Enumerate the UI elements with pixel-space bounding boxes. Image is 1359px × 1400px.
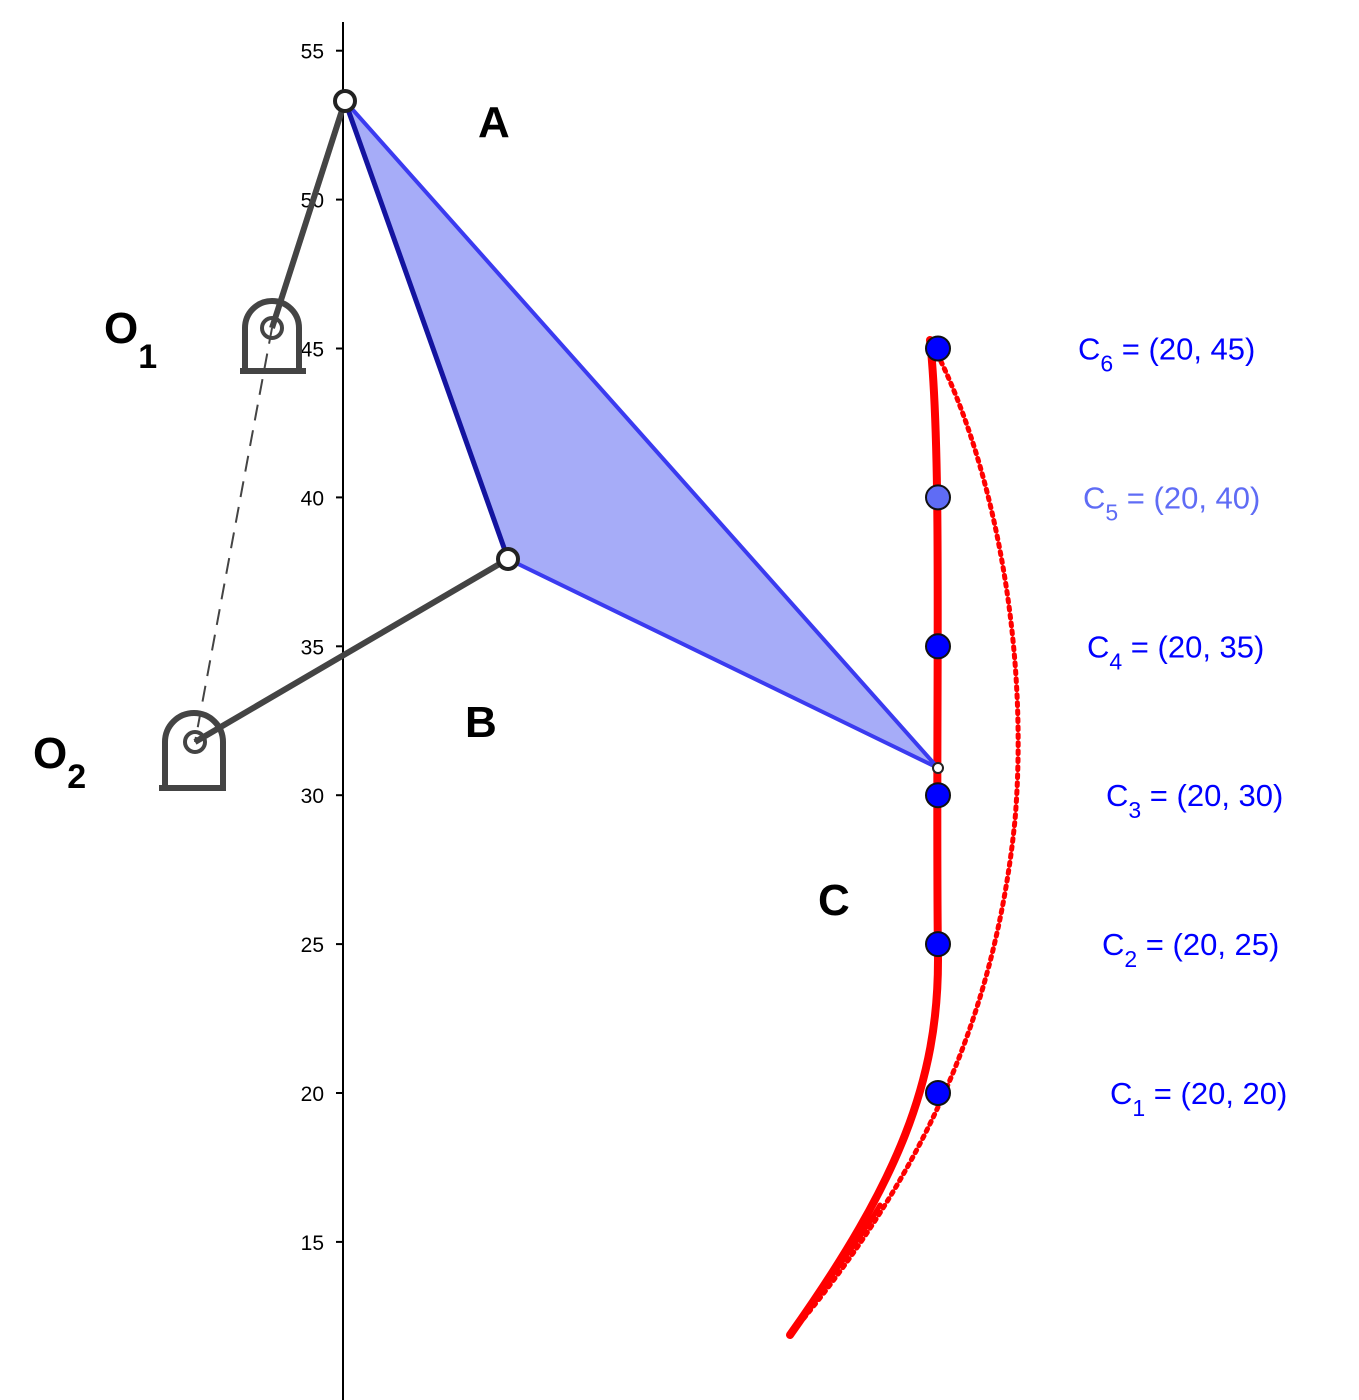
precision-point-label-c6: C6 = (20, 45) xyxy=(1078,332,1255,377)
label-o1-sub: 1 xyxy=(138,338,157,376)
label-value: = (20, 40) xyxy=(1118,480,1260,515)
coupler-trace-outer xyxy=(787,337,1021,1338)
label-o1: O1 xyxy=(104,304,157,376)
coupler-triangle xyxy=(343,99,940,770)
label-sub: 5 xyxy=(1105,499,1118,525)
y-axis: 152025303540455055 xyxy=(301,22,344,1400)
y-tick-label: 45 xyxy=(301,339,324,362)
label-sub: 6 xyxy=(1100,351,1113,377)
pivot-o1-joint xyxy=(260,316,284,340)
label-main: C xyxy=(1102,927,1124,962)
y-tick-label: 55 xyxy=(301,41,324,64)
precision-point-c5[interactable] xyxy=(925,484,951,511)
coupler-trace-loop xyxy=(787,1202,883,1338)
label-sub: 3 xyxy=(1128,797,1141,823)
precision-point-label-c1: C1 = (20, 20) xyxy=(1110,1076,1287,1121)
precision-point-c2[interactable] xyxy=(925,931,951,958)
y-tick-label: 40 xyxy=(301,487,324,510)
label-o2-sub: 2 xyxy=(67,758,86,796)
precision-point-c1[interactable] xyxy=(925,1080,951,1106)
precision-point-label-c4: C4 = (20, 35) xyxy=(1087,629,1264,674)
joint-b[interactable] xyxy=(496,547,520,571)
label-o1-main: O xyxy=(104,304,138,353)
pivot-o2-joint xyxy=(183,730,207,754)
label-sub: 4 xyxy=(1109,648,1122,674)
label-b: B xyxy=(465,698,497,747)
label-value: = (20, 20) xyxy=(1145,1076,1287,1111)
label-main: C xyxy=(1106,778,1128,813)
label-c: C xyxy=(818,876,850,925)
y-tick-label: 20 xyxy=(301,1083,324,1106)
precision-point-c4[interactable] xyxy=(925,633,951,660)
coupler-edge-ab xyxy=(342,100,511,560)
label-main: C xyxy=(1083,480,1105,515)
label-main: C xyxy=(1078,332,1100,367)
y-tick-label: 25 xyxy=(301,934,324,957)
joint-c[interactable] xyxy=(932,762,944,774)
precision-point-c3[interactable] xyxy=(925,782,951,809)
link-o2-b xyxy=(193,556,510,745)
label-value: = (20, 30) xyxy=(1141,778,1283,813)
label-value: = (20, 35) xyxy=(1122,629,1264,664)
link-o1-a xyxy=(269,100,348,329)
precision-point-labels: C1 = (20, 20)C2 = (20, 25)C3 = (20, 30)C… xyxy=(1078,332,1287,1122)
pivot-o1 xyxy=(240,298,306,374)
pivot-o2 xyxy=(159,710,226,791)
joint-a[interactable] xyxy=(333,89,357,113)
label-o2-main: O xyxy=(33,729,67,778)
label-a: A xyxy=(478,98,510,147)
label-sub: 2 xyxy=(1124,946,1137,972)
precision-point-label-c3: C3 = (20, 30) xyxy=(1106,778,1283,823)
coupler-trace xyxy=(786,336,1021,1339)
y-tick-label: 15 xyxy=(301,1232,324,1255)
precision-point-c6[interactable] xyxy=(925,335,951,362)
precision-point-label-c2: C2 = (20, 25) xyxy=(1102,927,1279,972)
label-main: C xyxy=(1087,629,1109,664)
precision-point-label-c5: C5 = (20, 40) xyxy=(1083,480,1260,525)
label-value: = (20, 45) xyxy=(1113,332,1255,367)
pivot-o2-support xyxy=(162,710,226,786)
coupler-trace-inner xyxy=(786,336,943,1339)
precision-points xyxy=(925,335,951,1106)
ground-link xyxy=(194,327,273,743)
label-main: C xyxy=(1110,1076,1132,1111)
label-o2: O2 xyxy=(33,729,86,796)
y-tick-label: 30 xyxy=(301,785,324,808)
pivot-o1-support xyxy=(242,298,302,370)
label-value: = (20, 25) xyxy=(1137,927,1279,962)
label-sub: 1 xyxy=(1132,1095,1145,1121)
y-tick-label: 35 xyxy=(301,636,324,659)
